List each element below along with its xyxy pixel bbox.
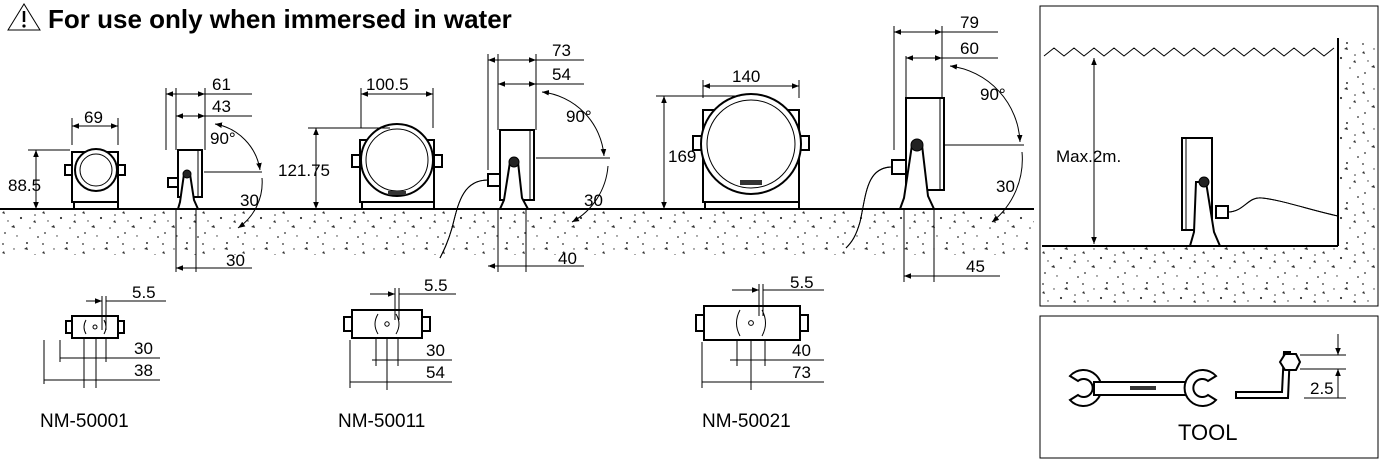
model1-side-inner-label: 43 <box>212 97 231 116</box>
model3-side-inner-label: 60 <box>960 39 979 58</box>
model2-width-label: 100.5 <box>366 75 409 94</box>
warning-title: For use only when immersed in water <box>7 3 512 34</box>
model2-side-view <box>439 54 610 272</box>
model2-angle-label: 90° <box>566 107 592 126</box>
model1-height-label: 88.5 <box>8 176 41 195</box>
warning-triangle-icon <box>7 3 41 31</box>
model1-side-view <box>165 88 263 272</box>
model2-side-inner-label: 54 <box>552 65 571 84</box>
model2-side-total-label: 73 <box>552 41 571 60</box>
wrench-icon <box>1068 369 1218 407</box>
model1-bottom-inner-label: 30 <box>134 339 153 358</box>
model1-bottom-gap-label: 5.5 <box>132 283 156 302</box>
model2-bottom-gap-label: 5.5 <box>424 276 448 295</box>
ground <box>0 208 1034 255</box>
model3-side-view <box>845 26 1024 282</box>
model3-bottom-inner-label: 40 <box>792 341 811 360</box>
model2-tilt-label: 30 <box>584 191 603 210</box>
model2-bottom-outer-label: 54 <box>426 363 445 382</box>
model3-tilt-label: 30 <box>996 177 1015 196</box>
model2-bottom-inner-label: 30 <box>426 341 445 360</box>
tool-panel <box>1039 315 1379 459</box>
max-depth-label: Max.2m. <box>1056 147 1121 166</box>
model2-base-depth-label: 40 <box>558 249 577 268</box>
model1-width-label: 69 <box>84 108 103 127</box>
model2-front-view <box>308 88 443 210</box>
model1-bottom-outer-label: 38 <box>134 361 153 380</box>
model1-name: NM-50001 <box>40 411 129 432</box>
model3-name: NM-50021 <box>702 411 791 432</box>
model3-width-label: 140 <box>732 67 760 86</box>
model1-front-view <box>28 118 126 210</box>
model1-angle-label: 90° <box>210 129 236 148</box>
model1-tilt-label: 30 <box>240 191 259 210</box>
tool-label: TOOL <box>1178 420 1238 445</box>
model3-front-view <box>656 80 810 210</box>
model3-height-label: 169 <box>668 147 696 166</box>
model1-base-depth-label: 30 <box>226 251 245 270</box>
model2-name: NM-50011 <box>338 411 425 432</box>
model1-side-total-label: 61 <box>212 75 231 94</box>
hex-size-label: 2.5 <box>1310 379 1334 398</box>
model3-bottom-gap-label: 5.5 <box>790 273 814 292</box>
model3-angle-label: 90° <box>980 85 1006 104</box>
model2-height-label: 121.75 <box>278 161 330 180</box>
installation-panel <box>1039 5 1379 307</box>
model3-side-total-label: 79 <box>960 13 979 32</box>
hex-key-end-icon <box>1278 334 1346 399</box>
model2-bottom-view <box>343 288 456 390</box>
model3-bottom-outer-label: 73 <box>792 363 811 382</box>
model3-base-depth-label: 45 <box>966 257 985 276</box>
warning-text: For use only when immersed in water <box>48 4 512 34</box>
model1-bottom-view <box>43 296 166 388</box>
model3-bottom-view <box>695 284 824 390</box>
